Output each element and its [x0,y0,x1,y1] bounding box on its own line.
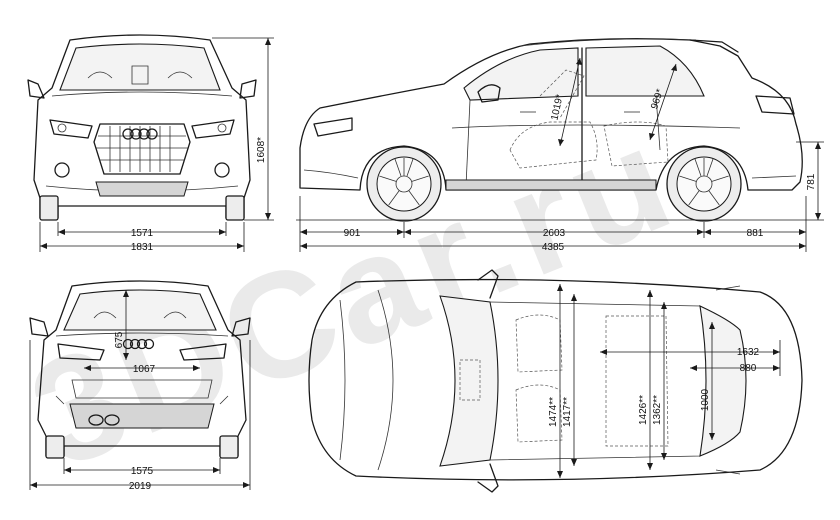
rear-wheel [666,146,742,222]
width-with-mirrors-dim: 2019 [129,481,152,492]
wheelbase-dim: 2603 [543,228,566,239]
load-floor-length-rear-dim: 880 [740,363,757,374]
overall-length-dim: 4385 [542,242,565,253]
front-elbow-width-dim: 1474** [548,397,559,427]
side-view: 1019* 969* 781 901 2603 881 4385 [296,38,824,253]
front-wheel [366,146,442,222]
top-view: 1474** 1417** 1426** 1362** 1632 880 100… [308,269,803,493]
front-overhang-dim: 901 [344,228,361,239]
front-overall-width-dim: 1831 [131,242,154,253]
rear-view: 675 1067 1575 2019 [29,280,251,492]
load-width-dim: 1000 [700,388,711,411]
front-view: 1608* 1571 1831 [27,34,274,253]
rear-shoulder-width-dim: 1362** [652,395,663,425]
audi-rings-logo [122,128,158,140]
rear-audi-rings-logo [122,338,155,350]
tailgate-opening-height-dim: 675 [114,331,125,348]
tailgate-opening-width-dim: 1067 [133,364,156,375]
rear-elbow-width-dim: 1426** [638,395,649,425]
load-height-dim: 781 [806,173,817,190]
front-headroom-dim: 1019* [549,93,565,121]
rear-overhang-dim: 881 [747,228,764,239]
front-shoulder-width-dim: 1417** [562,397,573,427]
rear-track-width-dim: 1575 [131,466,154,477]
load-floor-length-dim: 1632 [737,347,760,358]
front-height-dim: 1608* [256,137,267,163]
front-track-width-dim: 1571 [131,228,154,239]
